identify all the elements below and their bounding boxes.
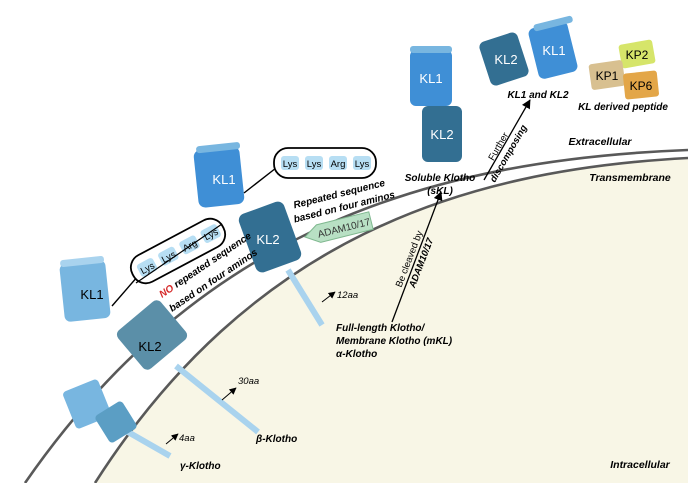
soluble-kl2-domain <box>422 106 462 162</box>
soluble-line-2: (sKL) <box>427 186 453 197</box>
gamma-klotho <box>63 379 172 459</box>
kp1-box <box>588 60 626 90</box>
kp1-text: KP1 <box>596 69 619 83</box>
full-length-line-2: Membrane Klotho (mKL) <box>336 336 453 347</box>
repeated-sequence-pill <box>273 147 377 179</box>
separated-kl2-domain <box>479 32 529 86</box>
beta-tail <box>174 363 260 435</box>
soluble-klotho: KL1 KL2 <box>410 46 462 162</box>
alpha-tail <box>285 268 325 327</box>
soluble-line-1: Soluble Klotho <box>405 173 476 184</box>
intracellular-label: Intracellular <box>610 459 670 471</box>
alpha-kl2-domain <box>238 201 302 273</box>
alpha-kl1-text: KL1 <box>212 172 235 187</box>
alpha-kl1-domain <box>193 146 245 208</box>
membrane-inner-line <box>93 156 688 483</box>
full-length-line-3: α-Klotho <box>336 349 377 360</box>
separated-kl1-domain <box>528 21 578 79</box>
kp6-text: KP6 <box>630 79 653 93</box>
gamma-klotho-label: γ-Klotho <box>180 461 221 472</box>
residue-3: Arg <box>331 159 346 170</box>
kl-derived-peptide-label: KL derived peptide <box>578 102 668 113</box>
transmembrane-label: Transmembrane <box>589 172 671 184</box>
residue-1: Lys <box>283 159 298 170</box>
cleavage-arrow <box>391 191 443 323</box>
alpha-kl1-cap <box>196 142 241 154</box>
beta-klotho-label: β-Klotho <box>255 434 297 445</box>
separated-kl-domains: KL2 KL1 <box>479 15 578 86</box>
gamma-domain-2 <box>95 401 137 443</box>
alpha-tail-length: 12aa <box>337 290 358 301</box>
soluble-kl2-text: KL2 <box>430 127 453 142</box>
residue-2: Lys <box>307 159 322 170</box>
kp6-box <box>623 70 659 100</box>
extracellular-label: Extracellular <box>568 136 632 148</box>
separated-kl2-text: KL2 <box>494 52 517 67</box>
kp2-text: KP2 <box>626 48 649 62</box>
beta-kl1-text: KL1 <box>80 287 103 302</box>
alpha-kl2-text: KL2 <box>256 232 279 247</box>
kl1-kl2-label: KL1 and KL2 <box>507 90 569 101</box>
kp2-box <box>618 39 656 69</box>
sequence-strike-line <box>135 223 223 284</box>
residue-4: Lys <box>355 159 370 170</box>
beta-klotho: KL1 KL2 <box>59 256 260 435</box>
gamma-tail-length: 4aa <box>179 433 195 444</box>
separated-kl1-text: KL1 <box>542 43 565 58</box>
intracellular-region <box>95 158 688 483</box>
full-length-line-1: Full-length Klotho/ <box>336 323 426 334</box>
beta-tail-length: 30aa <box>238 376 259 387</box>
beta-kl1-domain <box>59 260 111 322</box>
beta-kl2-text: KL2 <box>138 339 161 354</box>
separated-kl1-cap <box>533 15 573 32</box>
gamma-tail <box>126 429 172 459</box>
alpha-klotho: KL1 KL2 <box>193 142 325 327</box>
beta-kl1-cap <box>60 256 105 267</box>
decomposing-arrow <box>483 99 531 181</box>
no-repeated-sequence-callout: Lys Lys Arg Lys NO repeated sequence bas… <box>111 217 260 314</box>
beta-kl2-domain <box>116 300 188 370</box>
soluble-kl1-cap <box>410 46 452 53</box>
soluble-kl1-text: KL1 <box>419 71 442 86</box>
kl-derived-peptides: KP2 KP1 KP6 <box>588 39 659 100</box>
soluble-kl1-domain <box>410 50 452 106</box>
